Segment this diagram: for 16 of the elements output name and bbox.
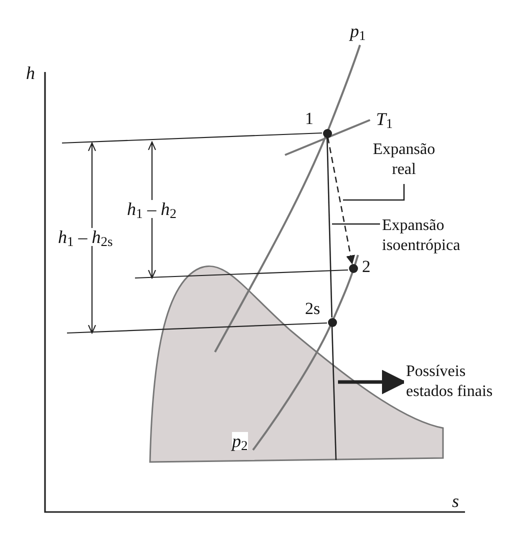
state-label: 2s [305, 300, 320, 317]
leader-line [343, 184, 405, 201]
axis-or-curve-label: p$_{2}$ [232, 432, 248, 450]
dashed-process-line [327, 137, 356, 264]
state-point [348, 264, 358, 272]
state-point [322, 128, 332, 138]
axis-or-curve-label: h$_{1}$ – h$_{2s}$ [58, 228, 113, 246]
axis-or-curve-label: h [26, 64, 35, 82]
axis-or-curve-label: h$_{1}$ – h$_{2}$ [127, 200, 176, 218]
arrow [338, 370, 406, 394]
process-line [326, 137, 333, 318]
state-label: 2 [362, 258, 370, 275]
axis-or-curve-label: T$_{1}$ [376, 110, 393, 128]
state-point [328, 318, 336, 326]
state-label: 1 [305, 110, 314, 127]
leader-line [332, 223, 380, 225]
